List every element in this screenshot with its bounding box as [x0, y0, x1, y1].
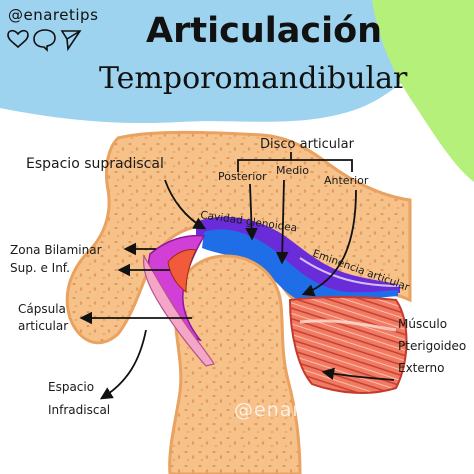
- chat-bubble-icon: [33, 29, 56, 52]
- watermark-text: @enaretips: [234, 399, 352, 421]
- green-background-blob: [372, 0, 474, 182]
- label-espacio-infradiscal-2: Infradiscal: [48, 403, 110, 417]
- label-medio: Medio: [276, 164, 309, 177]
- label-zona-bilaminar-2: Sup. e Inf.: [10, 261, 70, 275]
- label-musculo-2: Pterigoideo: [398, 339, 466, 353]
- label-musculo-1: Músculo: [398, 317, 447, 331]
- arrow-anterior: [301, 189, 357, 297]
- arrow-posterior: [245, 183, 258, 241]
- title-line1: Articulación: [146, 11, 382, 51]
- mandibular-condyle: [168, 254, 302, 474]
- arrow-musculo: [321, 367, 395, 381]
- label-espacio-infradiscal-1: Espacio: [48, 380, 94, 394]
- arrow-medio: [275, 179, 289, 265]
- heart-outline-icon: [7, 29, 29, 49]
- arrow-supradiscal: [164, 179, 207, 230]
- joint-capsule: [143, 254, 215, 367]
- label-espacio-supradiscal: Espacio supradiscal: [26, 156, 164, 172]
- muscle-fiber-highlight: [299, 319, 397, 332]
- retrodiscal-tissue: [167, 249, 197, 294]
- title-line2: Temporomandibular: [99, 61, 408, 96]
- disc-bracket: [237, 152, 353, 172]
- label-musculo-3: Externo: [398, 361, 444, 375]
- label-capsula-1: Cápsula: [18, 302, 66, 316]
- label-zona-bilaminar-1: Zona Bilaminar: [10, 243, 102, 257]
- social-icons: [7, 29, 82, 52]
- articular-disc: [202, 229, 398, 307]
- annotation-arrows: [79, 179, 395, 400]
- arrow-infradiscal: [99, 329, 147, 400]
- blue-background-blob: [0, 0, 474, 124]
- lateral-pterygoid-muscle: [288, 296, 408, 394]
- send-paper-plane-icon: [60, 30, 82, 52]
- articular-eminence-outline: [299, 257, 401, 287]
- label-posterior: Posterior: [218, 170, 267, 183]
- handle-text: @enaretips: [8, 6, 98, 24]
- label-capsula-2: articular: [18, 319, 68, 333]
- label-disco-articular: Disco articular: [260, 137, 355, 152]
- label-anterior: Anterior: [324, 174, 369, 187]
